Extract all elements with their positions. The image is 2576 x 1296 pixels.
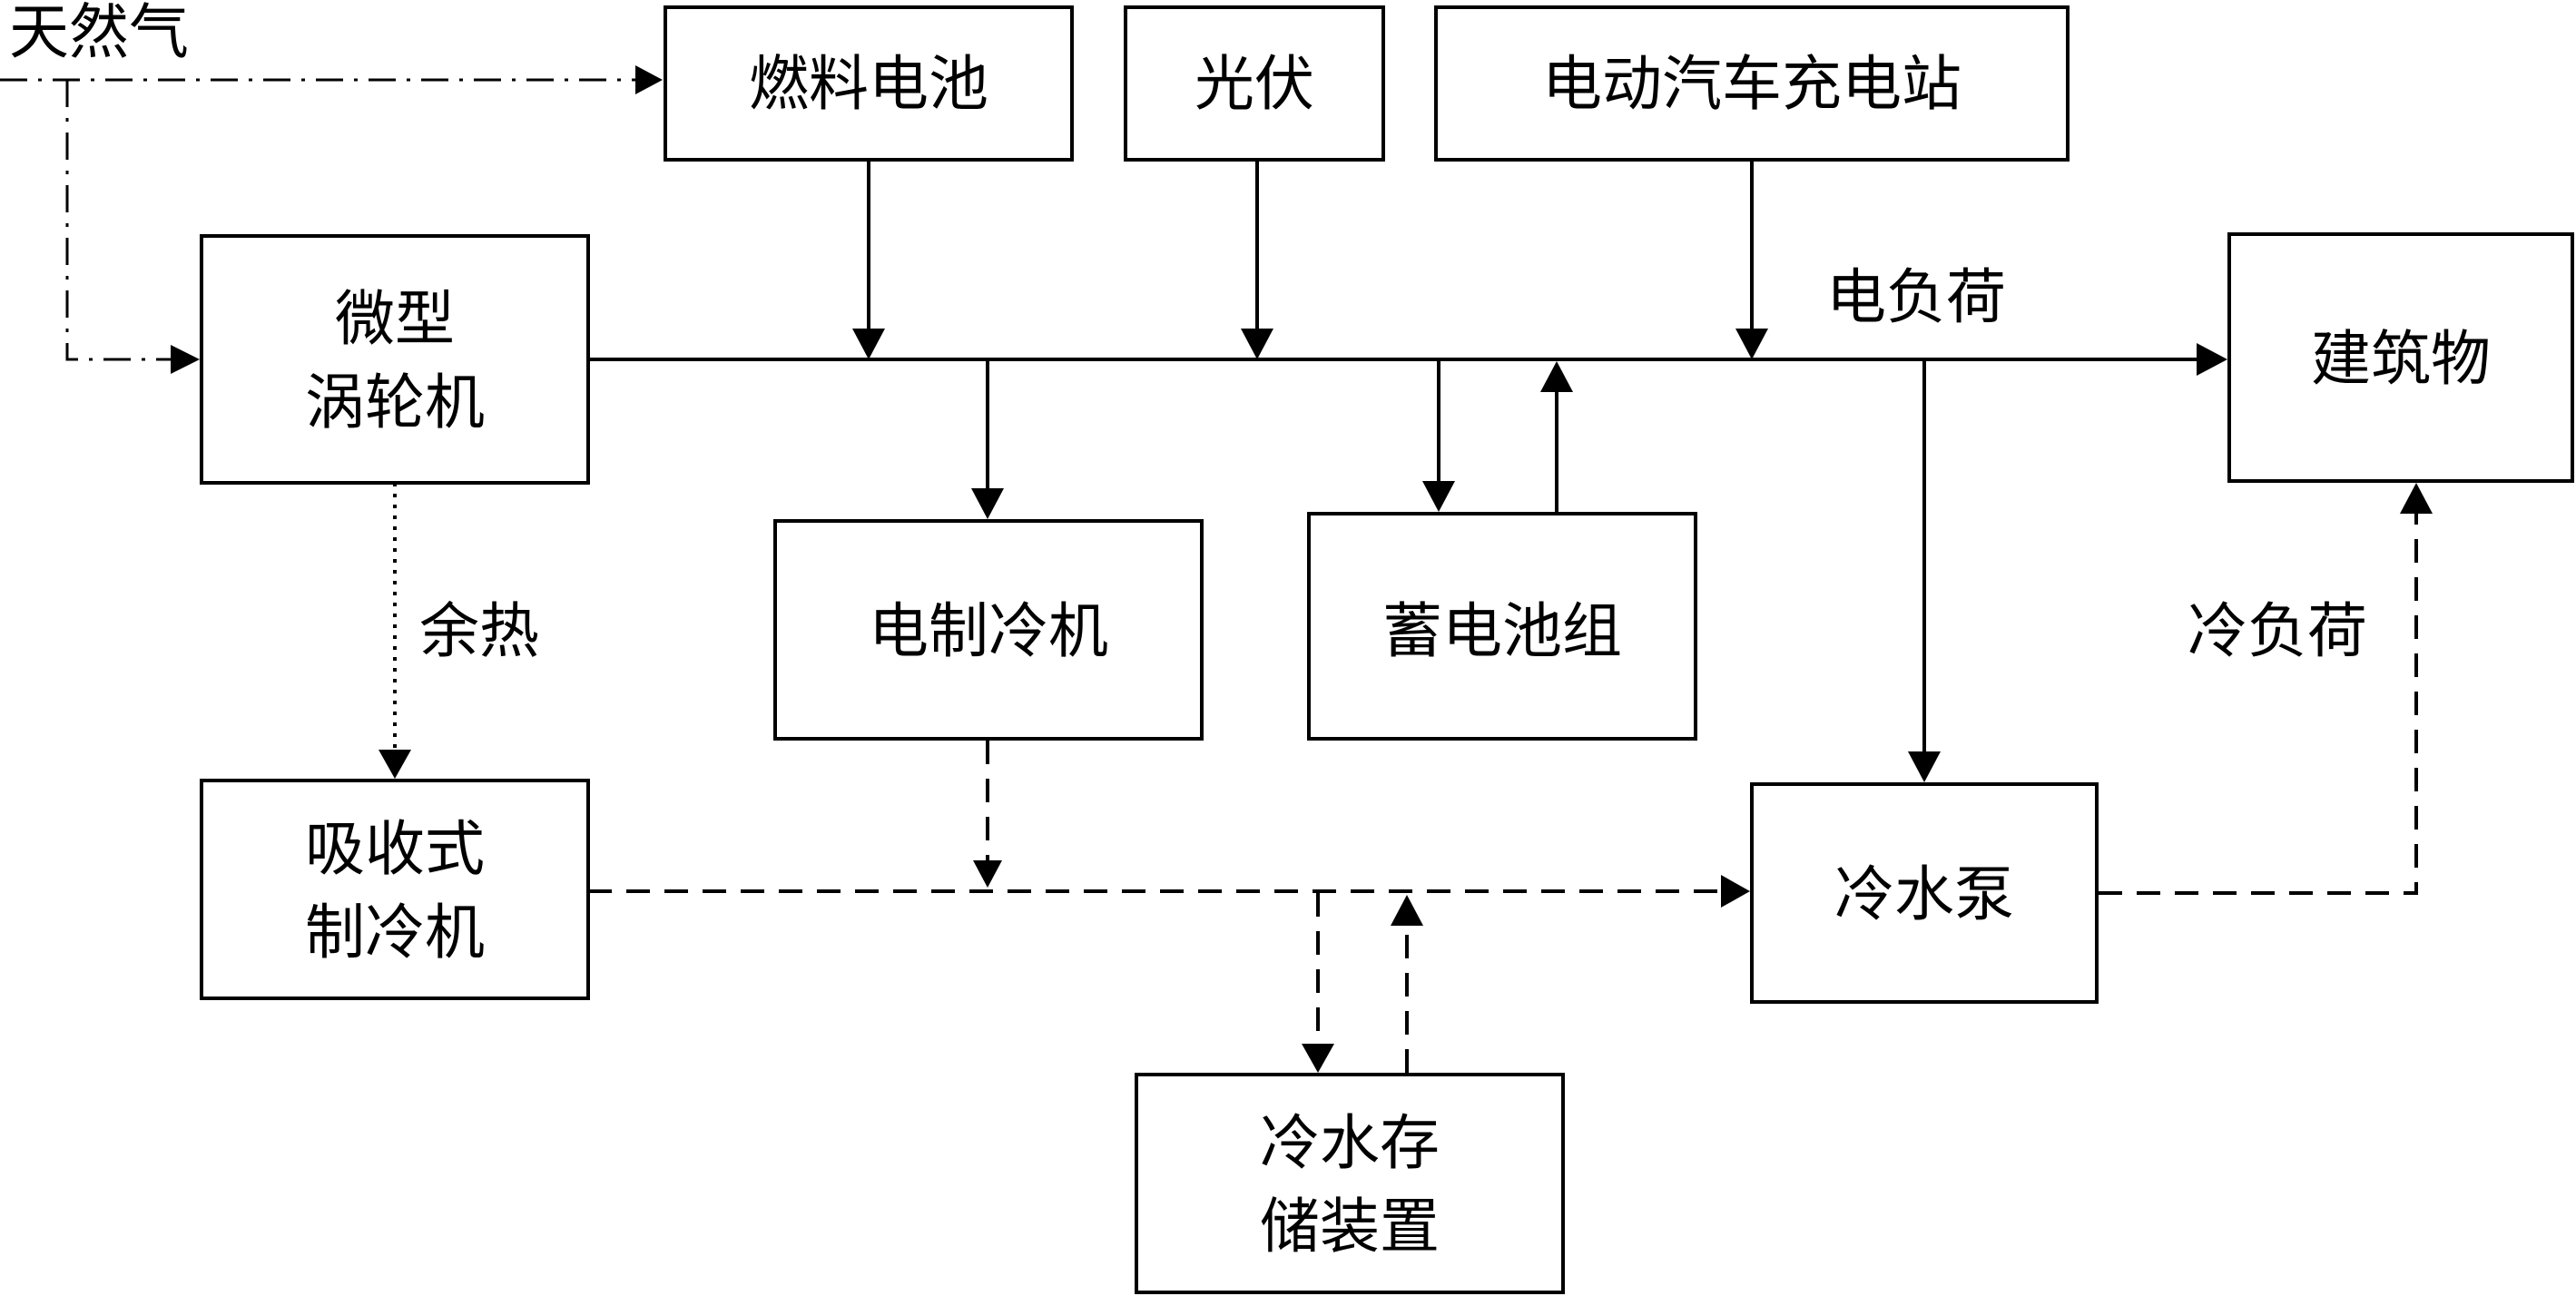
- pv-to-bus-arrowhead: [1241, 329, 1273, 359]
- pump-to-building-arrowhead: [2400, 483, 2433, 514]
- bus-to-electric-chiller-arrowhead: [971, 488, 1004, 519]
- bus-to-battery-arrowhead: [1422, 481, 1455, 512]
- electric-bus: [588, 160, 2227, 782]
- to-storage-arrowhead: [1302, 1044, 1334, 1073]
- chilled-water-pump-label: 冷水泵: [1834, 859, 2014, 929]
- node-building: 建筑物: [2227, 232, 2574, 483]
- gas-to-turbine-line: [65, 80, 172, 361]
- node-micro-turbine: 微型 涡轮机: [200, 234, 590, 485]
- node-battery-pack: 蓄电池组: [1307, 512, 1697, 741]
- cooling-load-label: 冷负荷: [2188, 596, 2367, 666]
- waste-heat-label: 余热: [419, 596, 539, 666]
- node-electric-chiller: 电制冷机: [773, 519, 1204, 741]
- node-fuel-cell: 燃料电池: [664, 5, 1074, 162]
- bus-to-building-arrowhead: [2197, 343, 2227, 376]
- natural-gas-lines: [0, 65, 663, 374]
- cold-storage-label-line2: 储装置: [1260, 1192, 1440, 1262]
- cold-storage-label-line1: 冷水存: [1260, 1108, 1440, 1178]
- node-absorption-chiller: 吸收式 制冷机: [200, 779, 590, 1000]
- ev-to-bus-arrowhead: [1735, 329, 1768, 359]
- micro-turbine-label-line1: 微型: [335, 284, 455, 354]
- node-cold-water-storage: 冷水存 储装置: [1135, 1073, 1565, 1294]
- natural-gas-label: 天然气: [9, 0, 189, 67]
- battery-pack-label: 蓄电池组: [1382, 596, 1622, 666]
- bus-to-pump-arrowhead: [1908, 751, 1941, 782]
- node-ev-charging-station: 电动汽车充电站: [1434, 5, 2070, 162]
- photovoltaic-label: 光伏: [1195, 49, 1314, 119]
- ev-charging-label: 电动汽车充电站: [1542, 49, 1961, 119]
- turbine-to-absorption-arrowhead: [379, 750, 411, 779]
- absorption-chiller-label-line2: 制冷机: [305, 898, 485, 967]
- from-storage-arrowhead: [1391, 895, 1423, 926]
- electric-load-label: 电负荷: [1826, 262, 2006, 332]
- micro-turbine-label-line2: 涡轮机: [305, 368, 485, 437]
- node-chilled-water-pump: 冷水泵: [1750, 782, 2099, 1004]
- pump-to-building-line: [2099, 514, 2418, 895]
- battery-to-bus-arrowhead: [1540, 361, 1573, 392]
- gas-to-fuel-cell-arrowhead: [635, 65, 663, 94]
- to-pump-arrowhead: [1721, 875, 1750, 908]
- waste-heat-flow: [379, 483, 411, 779]
- electric-chiller-down-arrowhead: [973, 860, 1002, 888]
- fuel-cell-label: 燃料电池: [749, 49, 988, 119]
- node-photovoltaic: 光伏: [1124, 5, 1385, 162]
- absorption-chiller-label-line1: 吸收式: [305, 814, 485, 884]
- chilled-water-lines: [588, 483, 2433, 1073]
- building-label: 建筑物: [2311, 324, 2491, 394]
- gas-to-turbine-arrowhead: [171, 345, 200, 374]
- fuel-cell-to-bus-arrowhead: [852, 329, 885, 359]
- electric-chiller-label: 电制冷机: [869, 596, 1108, 666]
